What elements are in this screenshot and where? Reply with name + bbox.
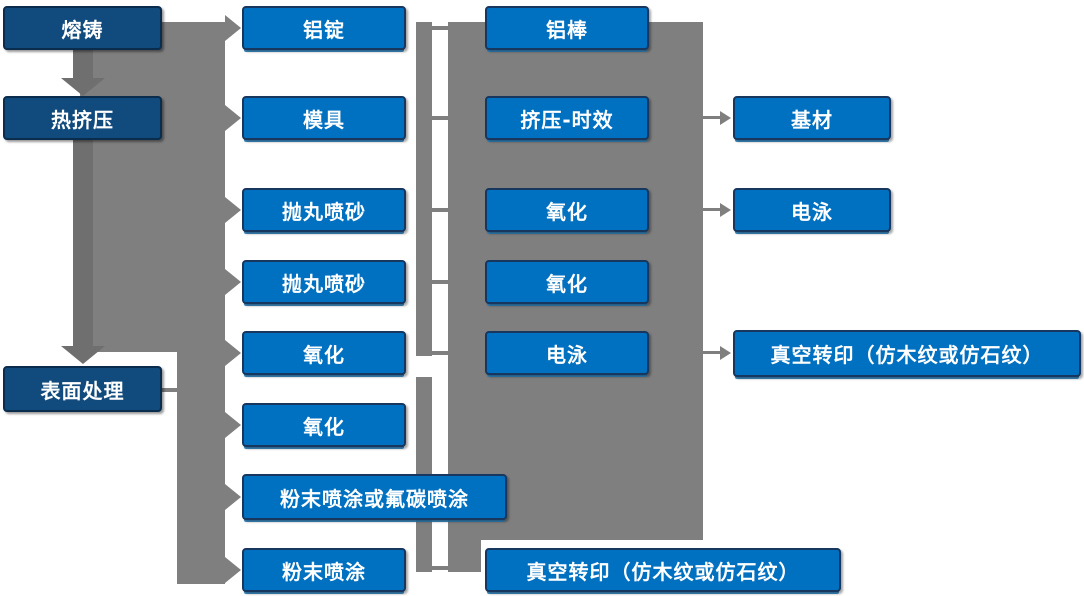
arrowhead-electrophoresis-icon	[720, 203, 731, 217]
connector-surface-link	[162, 388, 178, 392]
arrowhead-right-row7-icon	[225, 484, 241, 510]
node-shot-blasting-2: 抛丸喷砂	[242, 260, 406, 304]
arrowhead-vacuum-transfer-icon	[720, 346, 731, 360]
node-vacuum-transfer-print-1: 真空转印（仿木纹或仿石纹）	[485, 548, 841, 592]
arrowhead-right-row6-icon	[225, 412, 241, 438]
node-aluminum-rod: 铝棒	[485, 6, 649, 50]
node-extrusion-aging: 挤压-时效	[485, 96, 649, 140]
connector-hline-row3	[428, 208, 448, 212]
node-surface-treatment: 表面处理	[3, 366, 162, 412]
connector-hline-row5	[428, 351, 448, 355]
arrowhead-right-row4-icon	[225, 269, 241, 295]
node-powder-or-fluorocarbon-coating: 粉末喷涂或氟碳喷涂	[242, 474, 507, 520]
arrowhead-right-row8-icon	[225, 557, 241, 583]
node-oxidation-3: 氧化	[485, 188, 649, 232]
node-electrophoresis-1: 电泳	[485, 331, 649, 375]
arrowhead-right-row3-icon	[225, 197, 241, 223]
connector-hline-row4	[428, 280, 448, 284]
node-base-material: 基材	[733, 96, 891, 140]
connector-trunk-surface	[177, 352, 225, 584]
node-aluminum-ingot: 铝锭	[242, 6, 406, 50]
node-mold: 模具	[242, 96, 406, 140]
arrowhead-down-surface-icon	[61, 346, 105, 364]
node-hot-extrusion: 热挤压	[3, 96, 162, 140]
arrowhead-right-row2-icon	[225, 105, 241, 131]
arrow-shaft-to-electrophoresis	[703, 208, 721, 211]
node-vacuum-transfer-print-2: 真空转印（仿木纹或仿石纹）	[733, 330, 1081, 377]
connector-block-center-tab	[448, 540, 481, 572]
connector-trunk-main	[80, 22, 225, 352]
node-oxidation-1: 氧化	[242, 331, 406, 375]
arrow-shaft-extrusion-to-surface	[73, 140, 93, 350]
arrow-shaft-to-vacuum-transfer	[703, 351, 721, 354]
node-melting-casting: 熔铸	[3, 6, 162, 50]
arrowhead-right-row5-icon	[225, 340, 241, 366]
node-oxidation-2: 氧化	[242, 403, 406, 447]
connector-hline-row2	[428, 116, 448, 120]
node-electrophoresis-2: 电泳	[733, 188, 891, 232]
arrowhead-base-material-icon	[720, 111, 731, 125]
connector-bar-upper	[416, 22, 432, 356]
connector-hline-bottom	[428, 566, 448, 570]
node-powder-coating: 粉末喷涂	[242, 548, 406, 592]
arrow-shaft-melting-to-extrusion	[73, 50, 93, 84]
node-shot-blasting-1: 抛丸喷砂	[242, 188, 406, 232]
arrow-shaft-to-base-material	[703, 116, 721, 119]
arrowhead-right-row1-icon	[225, 15, 241, 41]
node-oxidation-4: 氧化	[485, 260, 649, 304]
arrowhead-down-extrusion-icon	[61, 78, 105, 96]
connector-hline-row1	[428, 26, 448, 30]
